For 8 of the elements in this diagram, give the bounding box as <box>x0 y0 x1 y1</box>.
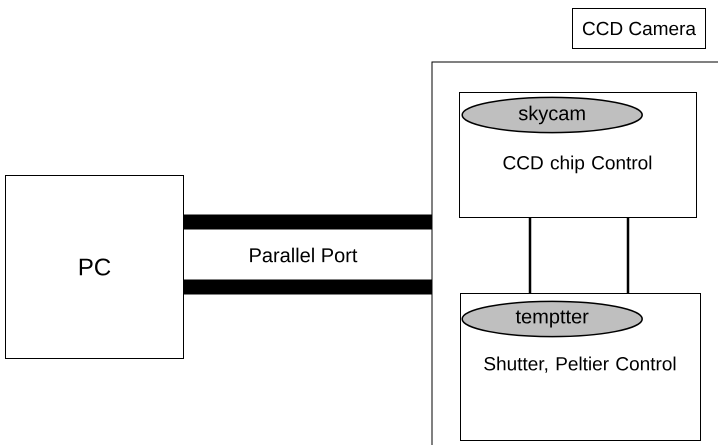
camera-frame <box>432 62 718 445</box>
connector-line <box>184 214 432 230</box>
pc-box: PC <box>5 175 184 359</box>
heading-box: CCD Camera <box>572 8 706 49</box>
connector-line <box>528 218 532 293</box>
connector-line <box>626 218 630 293</box>
edge-label: Parallel Port <box>250 248 358 262</box>
connector-line <box>184 280 432 294</box>
